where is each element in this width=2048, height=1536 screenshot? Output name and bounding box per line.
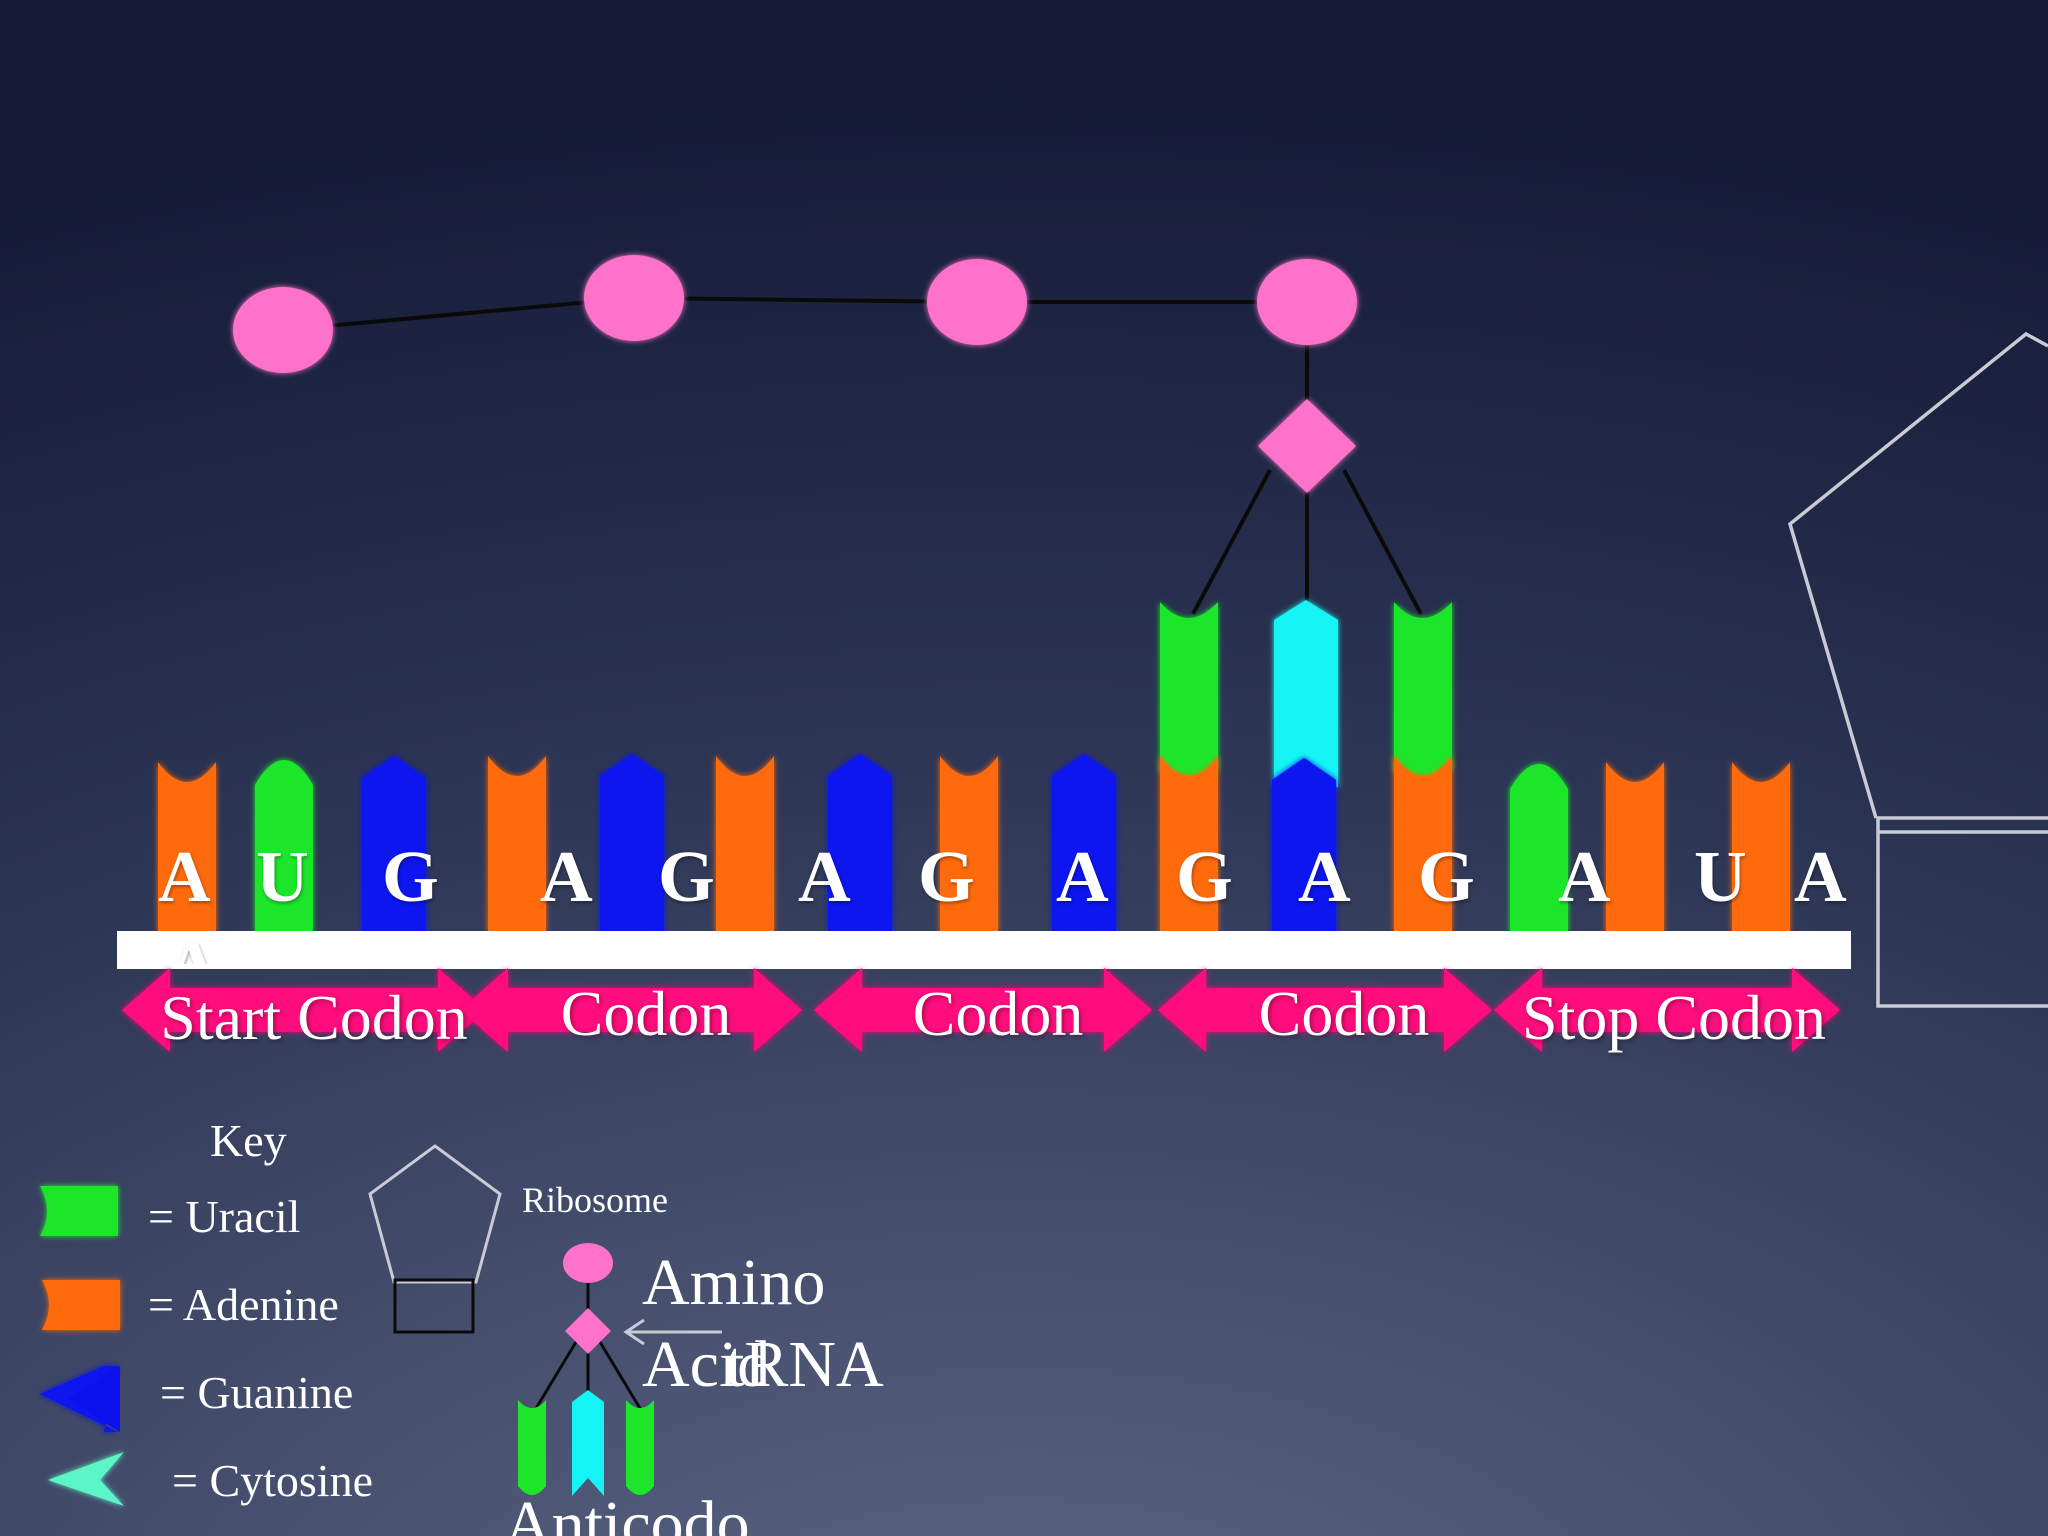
base-letter: G [918,836,975,917]
trna-molecule [1160,399,1452,789]
codon-label: Stop Codon [1521,982,1827,1053]
adenine-base [1732,762,1790,932]
codon-label: Start Codon [160,982,468,1053]
ribosome-label: Ribosome [522,1180,669,1220]
adenine-base [1394,756,1452,932]
acid-label: Acid [642,1328,771,1401]
guanine-icon-fill [68,1366,120,1432]
codon-label: Codon [1258,978,1430,1049]
ribosome-key-icon [368,1144,502,1334]
key-uracil-label: = Uracil [148,1191,301,1242]
anticodon-label: Anticodo [504,1492,750,1536]
amino-acid [1257,259,1357,345]
peptide-bond [282,296,635,332]
arrow-icon [623,1318,722,1346]
codon-arrow [460,968,802,1052]
codon-arrow [122,968,486,1052]
base-letter: A [540,836,593,917]
amino-acid-group [233,255,1357,373]
base-letter: G [658,836,715,917]
adenine-base [158,762,216,932]
polypeptide-chain [282,296,1309,446]
mrna-strand [117,931,1851,969]
trna-diamond [1258,399,1356,493]
base-letter: A [1794,836,1847,917]
base-letter: A [798,836,851,917]
base-letter: U [256,836,309,917]
base-letter: G [382,836,439,917]
amino-acid-key-icon [563,1243,613,1283]
adenine-base [1606,762,1664,932]
adenine-base [488,756,546,932]
trna-diamond-key-icon [565,1308,611,1354]
base-letter: A [1558,836,1611,917]
guanine-base [828,754,892,932]
uracil-base [1510,764,1568,932]
adenine-base [716,756,774,932]
codon-arrow [1494,968,1840,1052]
adenine-base [1160,756,1218,932]
key-title: Key [210,1115,287,1166]
base-letter: U [1694,836,1747,917]
ribosome-shape [1787,331,2048,1008]
uracil-icon [40,1186,118,1236]
trna-arm [1191,469,1272,615]
anticodon-cytosine [1274,600,1338,788]
amino-acid [927,259,1027,345]
guanine-base [600,754,664,932]
codon-label: Codon [560,978,732,1049]
base-letter: A [1056,836,1109,917]
key-adenine-label: = Adenine [148,1279,339,1330]
anticodon-uracil [1394,602,1452,789]
base-letter: G [1418,836,1475,917]
trna-arm [1342,469,1423,615]
amino-label: Amino [642,1246,826,1319]
amino-acid [584,255,684,341]
amino-acid [233,287,333,373]
codon-arrow [814,968,1152,1052]
cytosine-icon [48,1452,124,1506]
trna-key-icon [518,1243,654,1496]
mrna-bases [158,754,1790,932]
key-icons [40,1144,722,1506]
anticodon-uracil [1160,602,1218,789]
key-cytosine-label: = Cytosine [172,1455,374,1506]
peptide-bond [633,296,978,304]
stray-letter: A [166,930,219,964]
adenine-base [940,756,998,932]
guanine-base [362,756,426,932]
codon-label: Codon [912,978,1084,1049]
guanine-base [1272,758,1336,932]
key-guanine-label: = Guanine [160,1367,354,1418]
adenine-icon [42,1280,120,1330]
trna-label: tRNA [726,1328,884,1401]
base-letter: G [1176,836,1233,917]
guanine-base [1052,754,1116,932]
codon-arrow [1158,968,1492,1052]
base-letter: A [1298,836,1351,917]
base-letter: A [158,836,211,917]
uracil-base [255,760,313,932]
codon-arrows [122,968,1840,1052]
